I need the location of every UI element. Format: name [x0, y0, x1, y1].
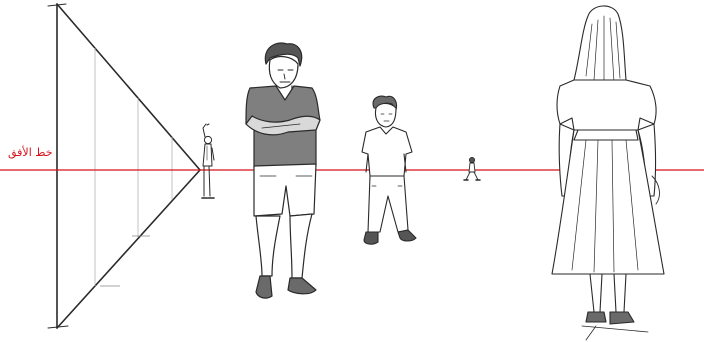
- man-shoes: [256, 276, 316, 298]
- boy-pants: [368, 176, 408, 232]
- horizon-label: خط الأفق: [8, 146, 53, 160]
- man-head: [269, 57, 298, 88]
- upper-converging-line: [57, 4, 200, 170]
- woman-from-behind: [552, 6, 664, 340]
- height-measure-lines: [95, 48, 172, 286]
- man-shorts: [254, 164, 316, 216]
- distant-walking-figure: [464, 157, 480, 180]
- lower-converging-line: [57, 170, 200, 328]
- boy-head: [375, 104, 396, 128]
- perspective-triangle: [48, 4, 200, 328]
- woman-shoes: [586, 312, 634, 324]
- woman-dress-top: [557, 80, 656, 130]
- man-legs: [256, 214, 312, 278]
- man-arms-crossed: [246, 43, 320, 298]
- woman-hair: [574, 6, 626, 86]
- boy-shoes: [364, 230, 416, 244]
- small-figure-waving: [202, 124, 214, 198]
- boy-shirt: [362, 127, 412, 176]
